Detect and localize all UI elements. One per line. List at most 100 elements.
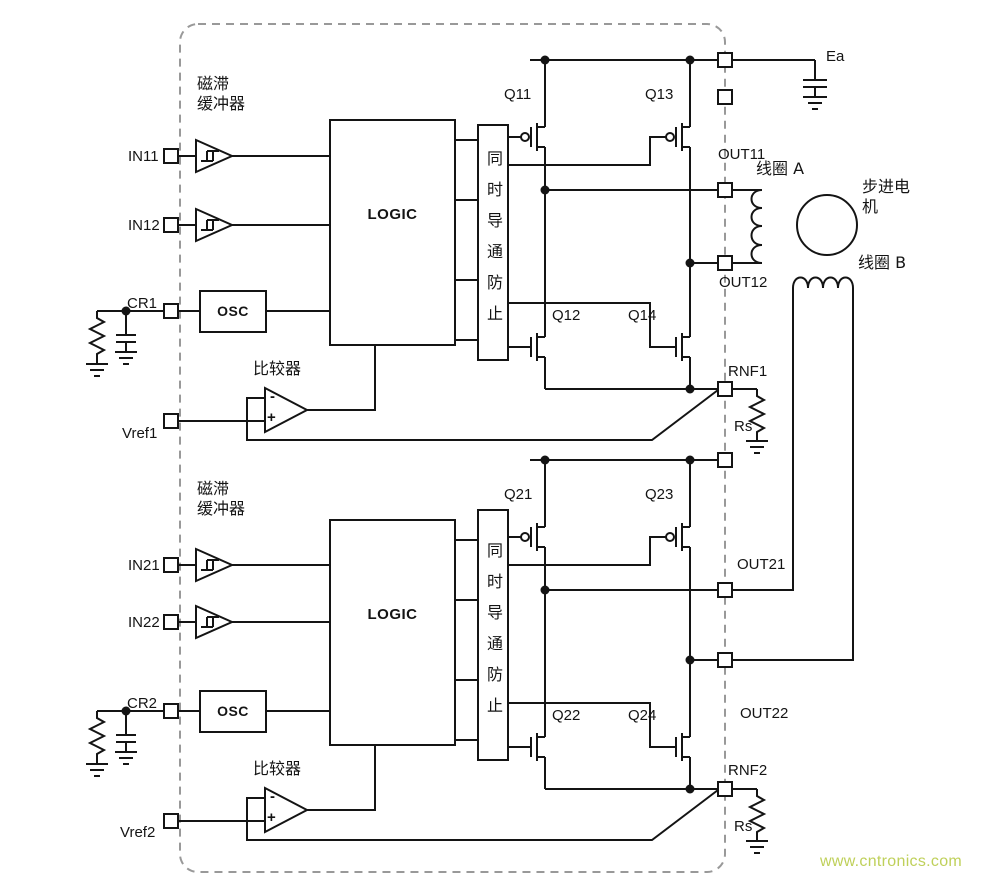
- pin-rnf2: [717, 781, 733, 797]
- hysteresis-buffer-in11: [195, 138, 235, 174]
- comparator2-label: 比较器: [253, 759, 302, 778]
- coil-b-label: 线圈 B: [858, 253, 907, 272]
- hysteresis-label-1: 磁滞 缓冲器: [197, 74, 246, 114]
- stepper-motor-label: 步进电 机: [862, 177, 911, 217]
- rs2-label: Rs: [734, 818, 753, 835]
- pin-out11: [717, 182, 733, 198]
- ic-dashed-outline: [179, 23, 726, 873]
- osc1-label: OSC: [217, 303, 249, 319]
- interlock-label-1: 同时导通防止: [484, 149, 503, 336]
- pin-in21: [163, 557, 179, 573]
- q11-label: Q11: [504, 86, 532, 103]
- q22-label: Q22: [552, 707, 581, 724]
- pin-vcc3: [717, 452, 733, 468]
- pmos-bubble-icon: [665, 132, 675, 142]
- cr1-rc-network: [86, 311, 137, 377]
- out11-label: OUT11: [718, 146, 766, 163]
- coil-a-inductor-icon: [732, 189, 763, 264]
- buffer-triangle-icon: [195, 207, 235, 243]
- channel2-wires: [97, 459, 719, 841]
- q11-transistor: [520, 123, 545, 151]
- coil-b-inductor-icon: [732, 276, 854, 661]
- channel1-wires: [97, 59, 719, 441]
- q24-transistor: [675, 733, 690, 761]
- out12-label: OUT12: [719, 274, 768, 291]
- mosfet-icon: [675, 523, 690, 551]
- hysteresis-icon: [201, 150, 219, 162]
- osc-block-1: [199, 290, 267, 333]
- interlock-label-box-1: 同时导通防止: [478, 125, 508, 360]
- q12-transistor: [530, 333, 545, 361]
- pin-in22: [163, 614, 179, 630]
- mosfet-icon: [675, 733, 690, 761]
- rs1-sense-resistor: [732, 388, 768, 454]
- pin-vref2: [163, 813, 179, 829]
- hysteresis-icon: [201, 559, 219, 571]
- hysteresis-icon: [201, 616, 219, 628]
- comparator1-label: 比较器: [253, 359, 302, 378]
- pmos-bubble-icon: [520, 532, 530, 542]
- mosfet-icon: [675, 123, 690, 151]
- coil-a-label: 线圈 A: [756, 159, 805, 178]
- channel1-circuit: [86, 59, 768, 454]
- rs1-label: Rs: [734, 418, 753, 435]
- buffer-triangle-icon: [195, 138, 235, 174]
- mosfet-icon: [530, 523, 545, 551]
- q21-label: Q21: [504, 486, 533, 503]
- ea-filter-capacitor-ground-icon: [732, 59, 827, 110]
- pin-out12: [717, 255, 733, 271]
- in11-label: IN11: [128, 148, 159, 165]
- q12-label: Q12: [552, 307, 581, 324]
- pmos-bubble-icon: [665, 532, 675, 542]
- pin-cr1: [163, 303, 179, 319]
- pin-cr2: [163, 703, 179, 719]
- rs2-sense-resistor: [732, 788, 768, 854]
- hysteresis-buffer-in21: [195, 547, 235, 583]
- q21-transistor: [520, 523, 545, 551]
- pin-vref1: [163, 413, 179, 429]
- mosfet-icon: [675, 333, 690, 361]
- comparator1-minus: -: [270, 388, 275, 405]
- interlock-label-2: 同时导通防止: [484, 542, 503, 728]
- ea-label: Ea: [826, 48, 845, 65]
- in12-label: IN12: [128, 217, 160, 234]
- hysteresis-icon: [201, 219, 219, 231]
- in21-label: IN21: [128, 557, 160, 574]
- pin-in11: [163, 148, 179, 164]
- interlock-block-1: [477, 124, 509, 361]
- q14-transistor: [675, 333, 690, 361]
- watermark: www.cntronics.com: [820, 853, 963, 870]
- out22-label: OUT22: [740, 705, 789, 722]
- interlock-block-2: [477, 509, 509, 761]
- cr2-rc-network: [86, 711, 137, 777]
- osc2-label: OSC: [217, 703, 249, 719]
- logic-block-2: [329, 519, 456, 746]
- osc-block-2: [199, 690, 267, 733]
- buffer-triangle-icon: [195, 547, 235, 583]
- q14-label: Q14: [628, 307, 657, 324]
- cr1-label: CR1: [127, 295, 158, 312]
- pin-in12: [163, 217, 179, 233]
- in22-label: IN22: [128, 614, 160, 631]
- logic-block-1: [329, 119, 456, 346]
- comparator1-plus: +: [267, 409, 276, 426]
- mosfet-icon: [530, 333, 545, 361]
- pin-out22: [717, 652, 733, 668]
- hysteresis-label-2: 磁滞 缓冲器: [197, 479, 246, 519]
- stepper-motor-icon: [796, 194, 858, 256]
- rnf1-label: RNF1: [728, 363, 768, 380]
- pin-out21: [717, 582, 733, 598]
- resistor-ground-icon: [732, 788, 768, 854]
- q13-label: Q13: [645, 86, 674, 103]
- mosfet-icon: [530, 733, 545, 761]
- cr2-label: CR2: [127, 695, 158, 712]
- comparator-1: [264, 386, 310, 434]
- rnf2-label: RNF2: [728, 762, 768, 779]
- resistor-capacitor-ground-icon: [86, 711, 137, 777]
- resistor-capacitor-ground-icon: [86, 311, 137, 377]
- comparator2-minus: -: [270, 788, 275, 805]
- out21-label: OUT21: [737, 556, 786, 573]
- buffer-triangle-icon: [195, 604, 235, 640]
